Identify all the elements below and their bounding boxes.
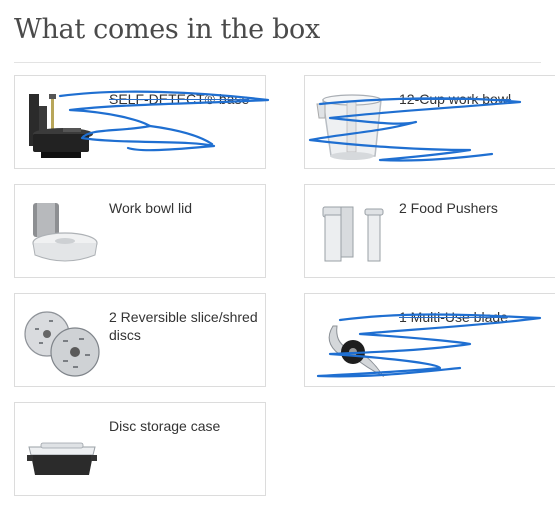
- item-label: Work bowl lid: [109, 200, 192, 216]
- item-card-storage-case[interactable]: Disc storage case: [14, 402, 266, 496]
- item-card-pushers[interactable]: 2 Food Pushers: [304, 184, 555, 278]
- item-card-work-bowl[interactable]: 12-Cup work bowl: [304, 75, 555, 169]
- multi-use-blade-icon: [328, 325, 385, 378]
- disc-storage-case-icon: [27, 442, 97, 475]
- bowl-lid-icon: [32, 203, 98, 262]
- title-divider: [14, 62, 541, 63]
- item-label: 1 Multi-Use blade: [399, 309, 508, 325]
- item-card-discs[interactable]: 2 Reversible slice/shred discs: [14, 293, 266, 387]
- food-processor-base-icon: [29, 94, 93, 158]
- item-label: SELF-DETECT® base: [109, 91, 250, 107]
- work-bowl-icon: [316, 94, 382, 160]
- item-label: 2 Reversible slice/shred discs: [109, 309, 258, 343]
- item-card-base[interactable]: SELF-DETECT® base: [14, 75, 266, 169]
- item-card-lid[interactable]: Work bowl lid: [14, 184, 266, 278]
- food-pushers-icon: [322, 206, 384, 262]
- page-title: What comes in the box: [14, 14, 320, 45]
- item-card-blade[interactable]: 1 Multi-Use blade: [304, 293, 555, 387]
- item-label: 2 Food Pushers: [399, 200, 498, 216]
- slicing-discs-icon: [24, 311, 100, 377]
- item-label: Disc storage case: [109, 418, 221, 434]
- item-label: 12-Cup work bowl: [399, 91, 512, 107]
